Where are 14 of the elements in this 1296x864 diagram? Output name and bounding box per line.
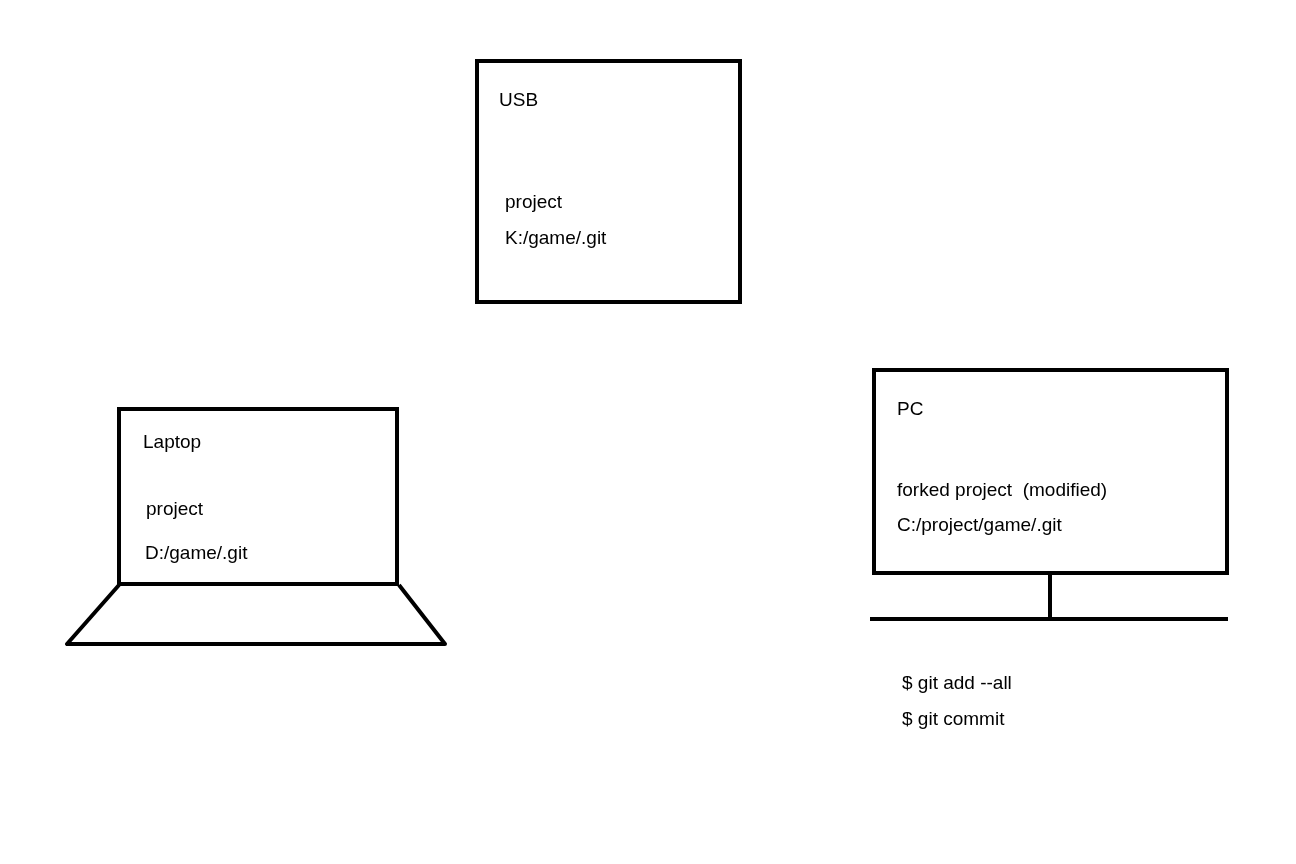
laptop-screen (117, 407, 399, 586)
project-label: forked project (modified) (897, 479, 1108, 501)
device-title: USB (499, 89, 539, 111)
command-text: $ git commit (902, 708, 1005, 730)
path-label: C:/project/game/.git (897, 514, 1062, 536)
device-title: PC (897, 398, 924, 420)
monitor-screen (872, 368, 1229, 575)
command-text: $ git add --all (902, 672, 1012, 694)
project-label: project (146, 498, 204, 520)
storage-box (475, 59, 742, 304)
project-label: project (505, 191, 563, 213)
path-label: D:/game/.git (145, 542, 248, 564)
path-label: K:/game/.git (505, 227, 607, 249)
device-title: Laptop (143, 431, 202, 453)
